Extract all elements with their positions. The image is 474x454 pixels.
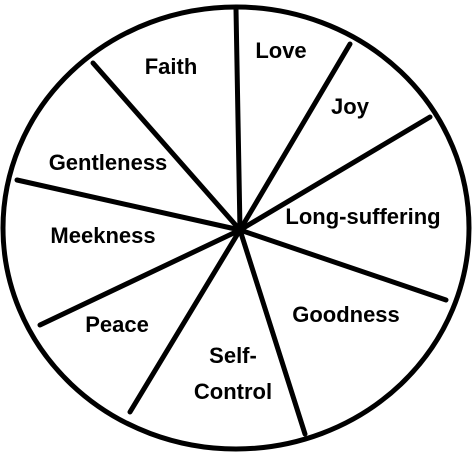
segment-label-long-suffering: Long-suffering — [285, 204, 440, 229]
segment-label-goodness: Goodness — [292, 302, 400, 327]
divider-faith-love — [233, 6, 243, 233]
segment-label-gentleness: Gentleness — [49, 150, 168, 175]
divider-love-joy — [237, 41, 353, 233]
segment-label-self-control: Self- Control — [194, 343, 272, 404]
divider-goodness-selfcontrol — [237, 227, 308, 437]
segment-label-joy-line: Joy — [331, 94, 370, 119]
segment-label-peace-line: Peace — [85, 312, 149, 337]
segment-label-love: Love — [255, 38, 306, 63]
segment-label-long-suffering-line: Long-suffering — [285, 204, 440, 229]
segment-label-faith-line: Faith — [145, 54, 198, 79]
segment-label-peace: Peace — [85, 312, 149, 337]
segment-label-love-line: Love — [255, 38, 306, 63]
segment-label-meekness-line: Meekness — [50, 223, 155, 248]
segment-label-self-control-line: Self- — [209, 343, 257, 368]
divider-gentleness-faith — [90, 60, 243, 233]
segment-label-gentleness-line: Gentleness — [49, 150, 168, 175]
segment-label-self-control-line: Control — [194, 379, 272, 404]
divider-meekness-gentleness — [14, 177, 243, 233]
divider-selfcontrol-peace — [127, 227, 243, 415]
segment-label-goodness-line: Goodness — [292, 302, 400, 327]
divider-longsuffering-goodness — [237, 227, 449, 303]
wheel-dividers — [14, 6, 449, 437]
segment-label-meekness: Meekness — [50, 223, 155, 248]
segment-label-faith: Faith — [145, 54, 198, 79]
divider-joy-longsuffering — [237, 114, 433, 233]
divider-peace-meekness — [37, 227, 243, 328]
segment-label-joy: Joy — [331, 94, 370, 119]
